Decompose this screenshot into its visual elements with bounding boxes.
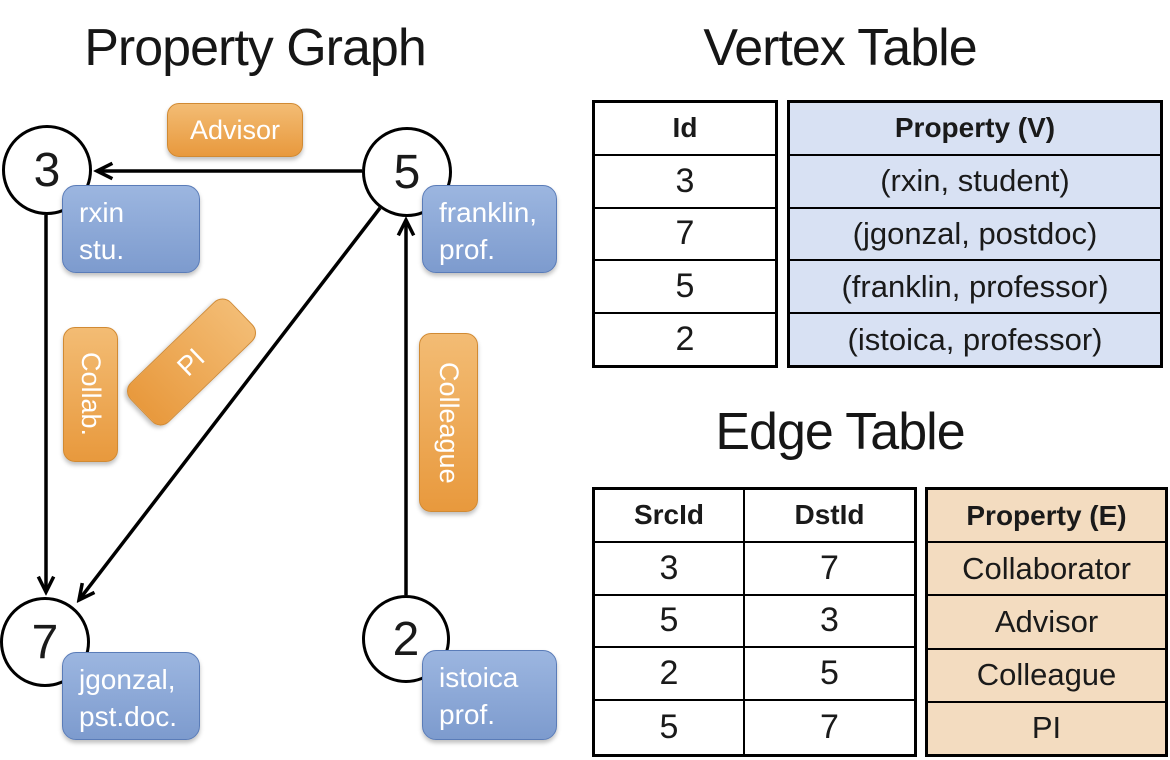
edge-label-text: Advisor	[189, 114, 281, 145]
vertex-property-line: jgonzal,	[79, 664, 176, 695]
vertex-table-property-cell: (jgonzal, postdoc)	[790, 208, 1160, 262]
vertex-property-box-rxin: rxin stu.	[62, 185, 200, 273]
graph-node-3-id: 3	[33, 143, 61, 197]
vertex-property-line: istoica	[439, 662, 519, 693]
vertex-property-box-franklin: franklin, prof.	[422, 185, 557, 273]
edge-label-text: PI	[171, 341, 211, 382]
edge-table-dstid-cell: 3	[745, 596, 914, 649]
edge-table-property-cell: Advisor	[928, 596, 1165, 650]
edge-table-dstid-cell: 5	[745, 648, 914, 702]
vertex-property-line: pst.doc.	[79, 701, 178, 733]
vertex-table-title: Vertex Table	[703, 19, 977, 77]
edge-table-srcid-header: SrcId	[595, 490, 745, 543]
edge-table-property-cell: PI	[928, 702, 1165, 755]
graph-node-7-id: 7	[31, 615, 59, 669]
edge-table-srcid-cell: 5	[595, 701, 745, 754]
graph-node-2-id: 2	[392, 612, 420, 666]
graph-node-5-id: 5	[393, 145, 421, 199]
edge-label-text: Collab.	[76, 352, 106, 437]
edge-table-dstid-header: DstId	[745, 490, 914, 543]
edge-table-property-cell: Colleague	[928, 649, 1165, 703]
vertex-property-box-istoica: istoica prof.	[422, 650, 557, 740]
vertex-table-id-cell: 7	[595, 209, 775, 262]
edge-table-property-header: Property (E)	[928, 490, 1165, 544]
vertex-table-property-column: Property (V) (rxin, student) (jgonzal, p…	[787, 100, 1163, 368]
vertex-table-id-header: Id	[595, 103, 775, 156]
edge-table-srcid-cell: 5	[595, 595, 745, 649]
edge-table-ids-columns: SrcId DstId 3 7 5 3 2 5 5 7	[592, 487, 917, 757]
graph-node-5: 5	[362, 127, 452, 217]
edge-table-property-cell: Collaborator	[928, 543, 1165, 597]
vertex-table-property-cell: (rxin, student)	[790, 155, 1160, 209]
vertex-table-id-cell: 5	[595, 261, 775, 315]
vertex-table-id-cell: 2	[675, 320, 695, 359]
vertex-table-property-cell: (franklin, professor)	[790, 261, 1160, 315]
edge-table-srcid-cell: 3	[595, 542, 745, 596]
vertex-table-id-cell: 3	[595, 156, 775, 209]
property-graph-title: Property Graph	[84, 19, 427, 77]
vertex-property-line: rxin	[79, 197, 125, 228]
edge-label-text: Colleague	[434, 361, 464, 484]
vertex-property-line: prof.	[439, 699, 496, 731]
edge-table-dstid-cell: 7	[745, 543, 914, 596]
edge-table-dstid-cell: 7	[820, 708, 839, 747]
vertex-property-line: prof.	[439, 234, 496, 266]
vertex-property-box-jgonzal: jgonzal, pst.doc.	[62, 652, 200, 740]
vertex-table-id-column: Id 3 7 5 2	[592, 100, 778, 368]
edge-table-title: Edge Table	[715, 403, 965, 461]
vertex-property-line: franklin,	[439, 197, 538, 228]
edge-label-colleague: Colleague	[419, 333, 478, 512]
graph-node-2: 2	[362, 595, 450, 683]
edge-label-collab: Collab.	[63, 327, 118, 462]
vertex-table-property-header: Property (V)	[790, 103, 1160, 156]
edge-label-advisor: Advisor	[167, 103, 303, 157]
vertex-property-line: stu.	[79, 234, 125, 266]
edge-table-property-column: Property (E) Collaborator Advisor Collea…	[925, 487, 1168, 757]
edge-table-srcid-cell: 2	[595, 648, 745, 702]
vertex-table-property-cell: (istoica, professor)	[790, 314, 1160, 365]
graph-edges-svg	[0, 0, 585, 760]
edge-pi-line-5-to-7	[79, 206, 382, 600]
